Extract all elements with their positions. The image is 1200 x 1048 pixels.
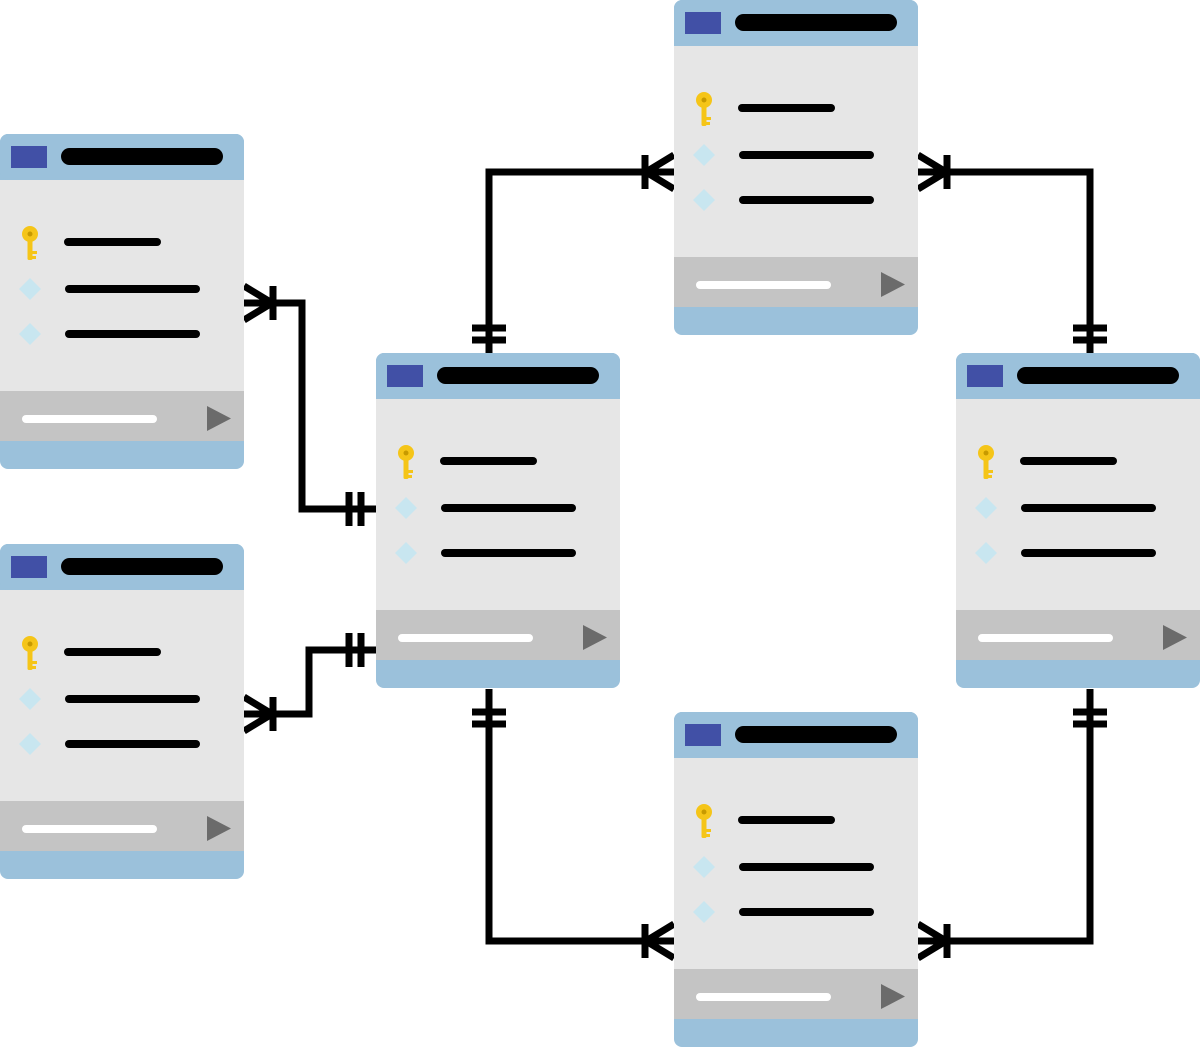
key-icon bbox=[22, 636, 38, 670]
play-icon bbox=[207, 816, 231, 841]
table-title-bar bbox=[735, 14, 897, 31]
field-line bbox=[65, 330, 200, 338]
header-square-icon bbox=[967, 365, 1003, 387]
diamond-icon bbox=[19, 688, 41, 710]
diamond-icon bbox=[693, 144, 715, 166]
connector-left-bottom-center bbox=[244, 646, 376, 718]
entity-table-top bbox=[674, 0, 918, 335]
key-icon bbox=[22, 226, 38, 260]
table-title-bar bbox=[61, 558, 223, 575]
key-icon bbox=[978, 445, 994, 479]
key-icon bbox=[696, 804, 712, 838]
connector-left-top-center bbox=[244, 299, 376, 513]
diamond-icon bbox=[19, 733, 41, 755]
entity-table-left-top bbox=[0, 134, 244, 469]
play-icon bbox=[583, 625, 607, 650]
field-line bbox=[64, 648, 161, 656]
diamond-icon bbox=[693, 189, 715, 211]
field-line bbox=[441, 504, 576, 512]
field-line bbox=[739, 863, 874, 871]
play-icon bbox=[1163, 625, 1187, 650]
field-line bbox=[739, 151, 874, 159]
field-line bbox=[739, 908, 874, 916]
diamond-icon bbox=[975, 497, 997, 519]
header-square-icon bbox=[11, 146, 47, 168]
field-line bbox=[65, 740, 200, 748]
header-square-icon bbox=[387, 365, 423, 387]
connector-center-top bbox=[485, 168, 674, 353]
entity-table-bottom bbox=[674, 712, 918, 1047]
table-title-bar bbox=[61, 148, 223, 165]
footer-line bbox=[398, 634, 533, 642]
entity-table-right bbox=[956, 353, 1200, 688]
entity-table-center bbox=[376, 353, 620, 688]
relationship-connectors bbox=[242, 152, 1107, 961]
connector-top-right bbox=[918, 168, 1094, 353]
diamond-icon bbox=[395, 542, 417, 564]
field-line bbox=[64, 238, 161, 246]
play-icon bbox=[881, 984, 905, 1009]
diamond-icon bbox=[395, 497, 417, 519]
footer-line bbox=[22, 415, 157, 423]
field-line bbox=[65, 285, 200, 293]
diamond-icon bbox=[975, 542, 997, 564]
footer-line bbox=[696, 281, 831, 289]
diamond-icon bbox=[693, 901, 715, 923]
footer-line bbox=[978, 634, 1113, 642]
key-icon bbox=[696, 92, 712, 126]
footer-line bbox=[696, 993, 831, 1001]
field-line bbox=[738, 816, 835, 824]
table-title-bar bbox=[1017, 367, 1179, 384]
entity-table-left-bottom bbox=[0, 544, 244, 879]
connector-right-bottom bbox=[918, 689, 1094, 945]
field-line bbox=[739, 196, 874, 204]
table-title-bar bbox=[735, 726, 897, 743]
field-line bbox=[65, 695, 200, 703]
play-icon bbox=[207, 406, 231, 431]
field-line bbox=[1020, 457, 1117, 465]
header-square-icon bbox=[11, 556, 47, 578]
header-square-icon bbox=[685, 12, 721, 34]
play-icon bbox=[881, 272, 905, 297]
connector-center-bottom bbox=[485, 689, 674, 945]
field-line bbox=[440, 457, 537, 465]
footer-line bbox=[22, 825, 157, 833]
key-icon bbox=[398, 445, 414, 479]
field-line bbox=[738, 104, 835, 112]
table-title-bar bbox=[437, 367, 599, 384]
diamond-icon bbox=[19, 278, 41, 300]
field-line bbox=[1021, 549, 1156, 557]
diamond-icon bbox=[19, 323, 41, 345]
field-line bbox=[441, 549, 576, 557]
header-square-icon bbox=[685, 724, 721, 746]
diamond-icon bbox=[693, 856, 715, 878]
field-line bbox=[1021, 504, 1156, 512]
